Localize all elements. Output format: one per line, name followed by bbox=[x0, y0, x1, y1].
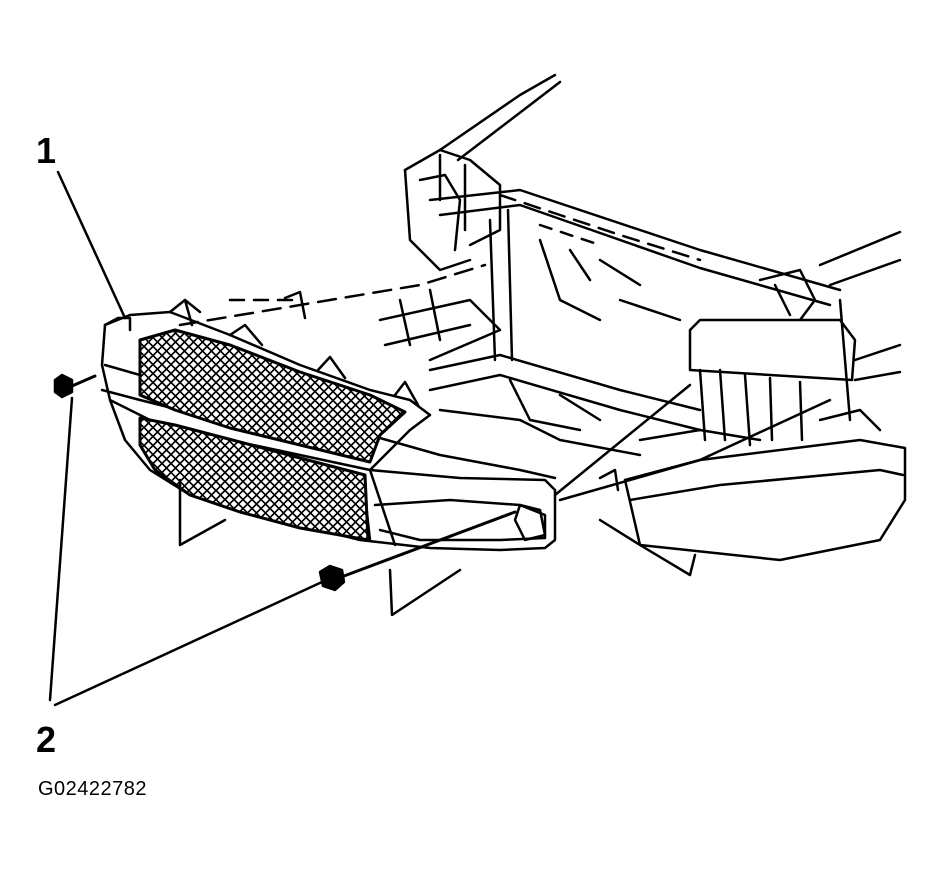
leader-line-2b bbox=[55, 582, 322, 705]
figure-id: G02422782 bbox=[38, 778, 148, 800]
push-pin-retainer-right bbox=[320, 512, 515, 590]
upper-grille-mesh bbox=[140, 330, 405, 462]
leader-line-1 bbox=[58, 172, 125, 318]
callout-label-1: 1 bbox=[36, 130, 57, 171]
vehicle-frame bbox=[180, 75, 905, 575]
callout-label-2: 2 bbox=[36, 719, 57, 760]
leader-line-2a bbox=[50, 398, 72, 700]
push-pin-retainer-left bbox=[55, 375, 95, 397]
lower-grille-mesh bbox=[140, 418, 368, 540]
